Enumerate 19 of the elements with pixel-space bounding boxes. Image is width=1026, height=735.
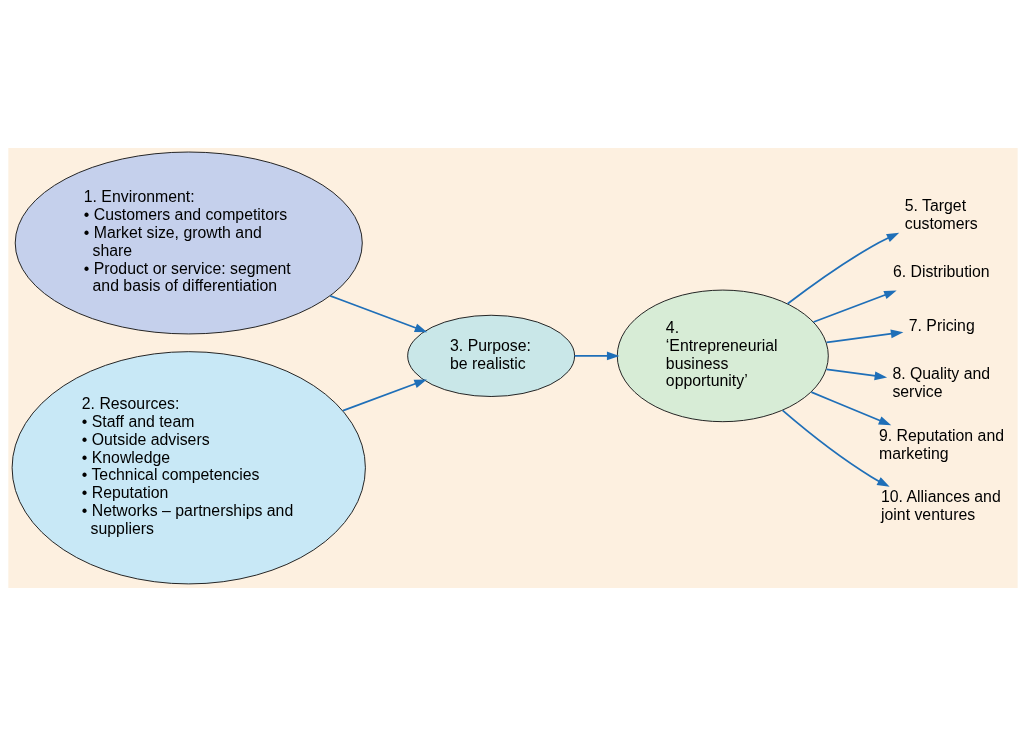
node-ellipse: 3. Purpose: be realistic: [407, 314, 576, 397]
arrow: [781, 409, 890, 487]
node-text: 10. Alliances and joint ventures: [881, 487, 1001, 523]
node-ellipse: 1. Environment: • Customers and competitors • Market size, growth and share • Product or service: segment and basis of differentiation: [14, 151, 363, 334]
arrow: [329, 294, 428, 332]
arrow: [825, 368, 888, 380]
arrow: [786, 232, 900, 305]
node-ellipse: 4. ‘Entrepreneurial business opportunity’: [616, 289, 829, 422]
arrow: [812, 290, 897, 323]
node-text: 8. Quality and service: [892, 364, 991, 400]
node-ellipse: 2. Resources: • Staff and team • Outside advisers • Knowledge • Technical competencies • Reputation • Networks – partnerships and suppliers: [11, 350, 366, 584]
arrow: [810, 390, 892, 425]
node-text: 5. Target customers: [904, 196, 978, 232]
arrow: [573, 351, 620, 360]
node-text: 6. Distribution: [892, 262, 990, 280]
node-text: 9. Reputation and marketing: [879, 426, 1004, 462]
node-text: 7. Pricing: [908, 316, 975, 334]
arrow: [342, 378, 427, 412]
arrow: [825, 329, 904, 343]
